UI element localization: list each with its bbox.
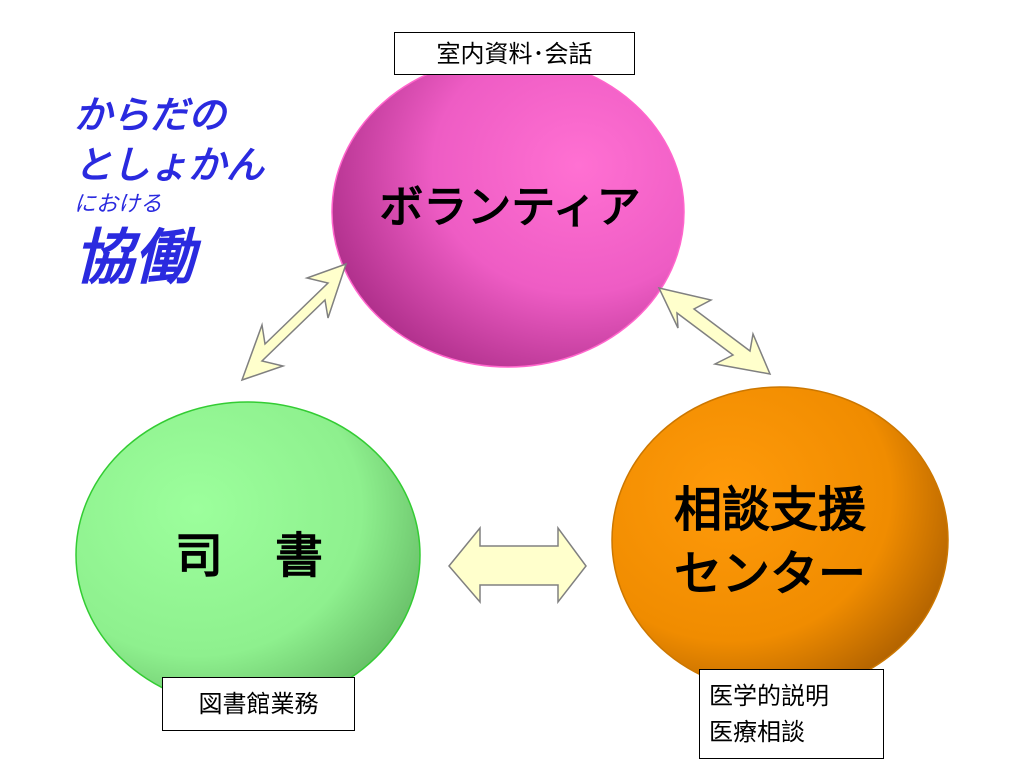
librarian-role-label: 図書館業務 — [162, 677, 355, 731]
collaboration-title: からだの としょかん における 協働 — [74, 90, 264, 296]
arrow-librarian-support — [448, 525, 587, 605]
support-title-line-2: センター — [673, 546, 866, 602]
title-line-2: としょかん — [74, 143, 265, 187]
arrow-volunteer-support — [657, 286, 772, 375]
title-line-4: 協働 — [74, 223, 194, 293]
support-title: 相談支援 センター — [620, 478, 920, 606]
title-line-3: における — [74, 192, 163, 217]
support-role-line-1: 医学的説明 — [709, 682, 829, 710]
librarian-title: 司 書 — [174, 528, 325, 584]
arrow-librarian-volunteer — [240, 262, 348, 382]
support-role-line-2: 医療相談 — [709, 718, 805, 746]
volunteer-role-label: 室内資料･会話 — [394, 32, 635, 75]
support-role-label: 医学的説明 医療相談 — [699, 669, 884, 759]
volunteer-title: ボランティア — [379, 182, 641, 233]
support-title-line-1: 相談支援 — [673, 482, 866, 538]
title-line-1: からだの — [74, 93, 227, 137]
